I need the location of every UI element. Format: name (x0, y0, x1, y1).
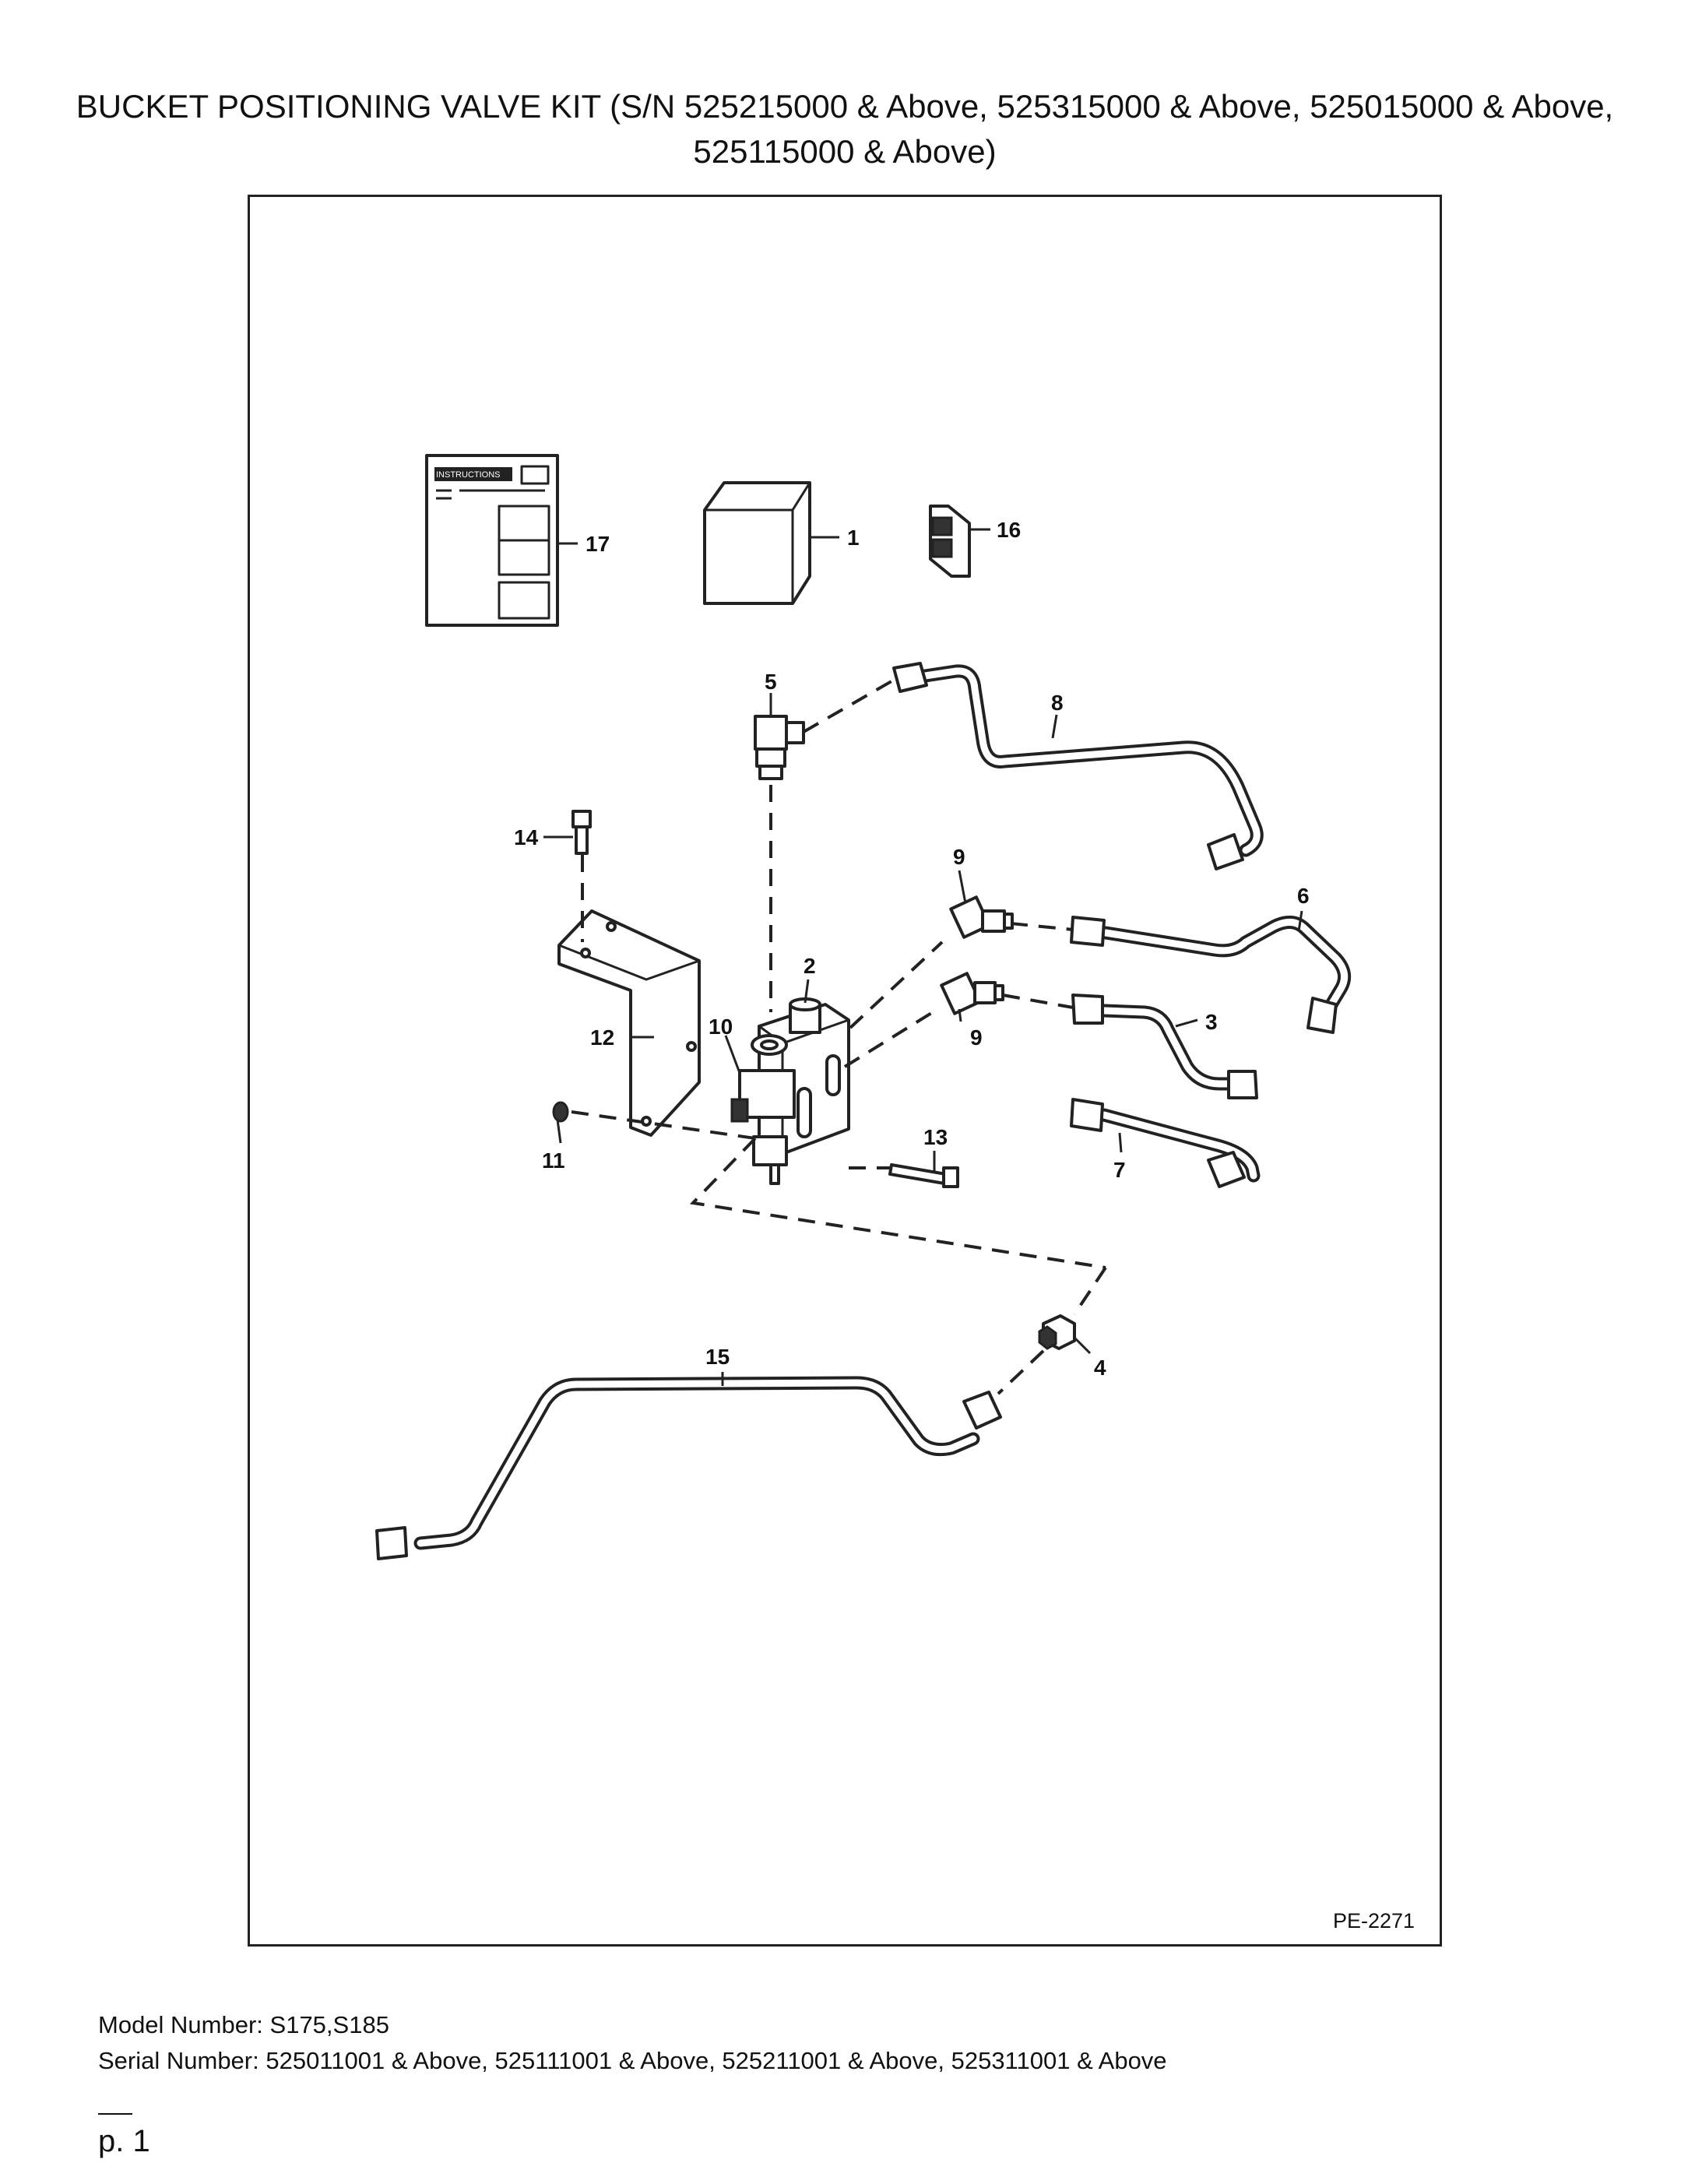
serial-number: Serial Number: 525011001 & Above, 525111… (98, 2047, 1167, 2074)
page-number: p. 1 (98, 2124, 150, 2158)
tube-3-part (1071, 994, 1258, 1099)
drawing-code: PE-2271 (1333, 1909, 1415, 1933)
diagram-frame (248, 195, 1442, 1947)
fitting-4-part (1038, 1314, 1076, 1350)
callout-2: 2 (804, 954, 816, 978)
bracket-12-part (557, 909, 701, 1137)
callout-13: 13 (923, 1125, 948, 1149)
callout-17: 17 (586, 532, 610, 556)
footer-divider (98, 2113, 132, 2115)
callout-8: 8 (1051, 691, 1064, 715)
fitting-9-lower-part (940, 972, 1004, 1015)
tube-15-part (375, 1376, 1002, 1560)
callout-5: 5 (765, 670, 777, 694)
callout-3: 3 (1205, 1010, 1218, 1034)
bolt-14-part (571, 810, 592, 855)
model-number: Model Number: S175,S185 (98, 2011, 389, 2038)
kit-box-part (703, 481, 811, 605)
callout-15: 15 (705, 1345, 730, 1369)
tube-8-part (892, 662, 1264, 870)
elbow-fitting-5-part (754, 715, 805, 780)
callout-16: 16 (997, 518, 1021, 542)
callout-11: 11 (542, 1148, 565, 1173)
tube-7-part (1070, 1098, 1261, 1188)
bolt-13-part (888, 1163, 959, 1188)
nut-11-part (552, 1101, 569, 1123)
callout-1: 1 (847, 526, 860, 550)
switch-part (929, 505, 971, 578)
callout-10: 10 (709, 1015, 733, 1039)
footer: Model Number: S175,S185 Serial Number: 5… (98, 2007, 1167, 2079)
callout-4: 4 (1094, 1356, 1106, 1380)
instruction-sheet-part: INSTRUCTIONS (425, 454, 559, 627)
callout-6: 6 (1297, 884, 1310, 908)
fitting-9-upper-part (949, 895, 1014, 939)
callout-14: 14 (514, 825, 539, 849)
assembly-lines (571, 680, 1107, 1395)
callout-9-lower: 9 (970, 1025, 983, 1050)
instruction-sheet-heading: INSTRUCTIONS (436, 470, 501, 480)
callout-9-upper: 9 (953, 845, 965, 869)
callout-labels: 17 1 16 5 8 9 6 2 12 10 9 3 7 13 11 14 4… (514, 518, 1310, 1380)
callout-leaders (543, 528, 1303, 1386)
valve-assembly-part (730, 997, 850, 1185)
callout-7: 7 (1113, 1158, 1126, 1182)
page-title: BUCKET POSITIONING VALVE KIT (S/N 525215… (76, 88, 1614, 170)
tube-6-part (1070, 916, 1352, 1034)
callout-12: 12 (590, 1025, 614, 1050)
